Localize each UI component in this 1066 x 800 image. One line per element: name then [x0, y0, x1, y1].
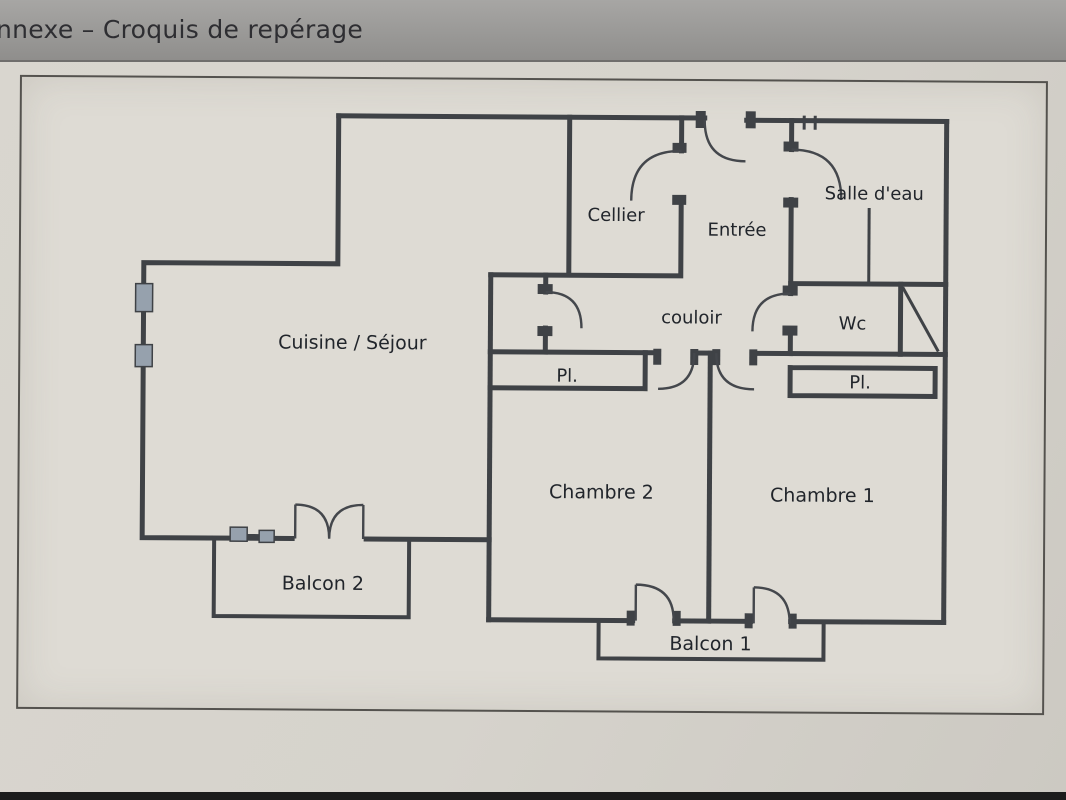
room-label-wc: Wc — [838, 313, 867, 335]
sejour-couloir-door-arc — [545, 290, 583, 329]
room-label-cellier: Cellier — [587, 204, 645, 227]
room-label-salle-deau: Salle d'eau — [824, 183, 924, 205]
room-label-entree: Entrée — [707, 219, 767, 241]
room-label-balcon-2: Balcon 2 — [281, 572, 365, 595]
chambre-1-door-arc — [715, 353, 755, 391]
room-label-cuisine-sejour: Cuisine / Séjour — [278, 331, 427, 355]
entry-door-arc — [703, 120, 746, 163]
wall-ticks — [802, 115, 817, 130]
room-label-couloir: couloir — [661, 307, 722, 329]
document-header-bar: nnexe – Croquis de repérage — [0, 0, 1066, 62]
door-jambs — [537, 110, 799, 629]
room-label-placard-chambre-2: Pl. — [556, 365, 578, 387]
room-label-placard-chambre-1: Pl. — [849, 372, 871, 394]
room-label-chambre-2: Chambre 2 — [549, 481, 654, 504]
door-swings — [293, 120, 843, 624]
cellier-door-arc — [630, 149, 682, 201]
salle-deau-door-arc — [791, 148, 843, 200]
chambre-2-door-arc — [658, 352, 696, 390]
balcony-walls — [211, 536, 826, 662]
window-icon — [134, 343, 154, 368]
window-icon — [258, 529, 275, 544]
document-title: nnexe – Croquis de repérage — [0, 15, 364, 44]
scan-bottom-edge — [0, 792, 1066, 800]
window-icon — [229, 526, 248, 543]
window-symbols — [134, 282, 275, 544]
window-icon — [134, 282, 154, 313]
chambre-2-balcony-door — [634, 583, 675, 621]
interior-details — [867, 208, 940, 353]
balcon-2-french-doors — [293, 503, 365, 539]
room-label-balcon-1: Balcon 1 — [669, 632, 752, 656]
chambre-1-balcony-door — [752, 586, 791, 624]
room-label-chambre-1: Chambre 1 — [769, 484, 875, 508]
wc-door-arc — [751, 292, 791, 332]
